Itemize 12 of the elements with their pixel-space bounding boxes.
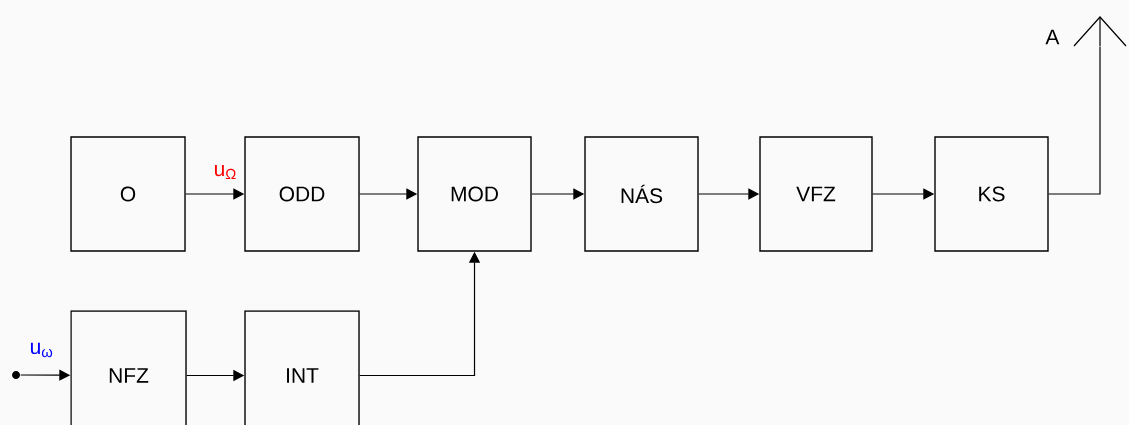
- block-box: NFZ: [70, 310, 187, 425]
- block-box: MOD: [417, 136, 532, 252]
- edge-label: u$_{Ω}$: [215, 164, 236, 180]
- block-box: INT: [244, 310, 360, 425]
- block-box: KS: [934, 136, 1049, 252]
- block-box: VFZ: [759, 136, 873, 252]
- block-box: O: [70, 136, 186, 252]
- antenna-label: A: [1045, 29, 1060, 45]
- block-box: ODD: [244, 136, 360, 252]
- block-box: NÁS: [584, 136, 699, 252]
- antenna-symbol: [1073, 16, 1127, 47]
- edge-label: u$_{ω}$: [31, 342, 53, 358]
